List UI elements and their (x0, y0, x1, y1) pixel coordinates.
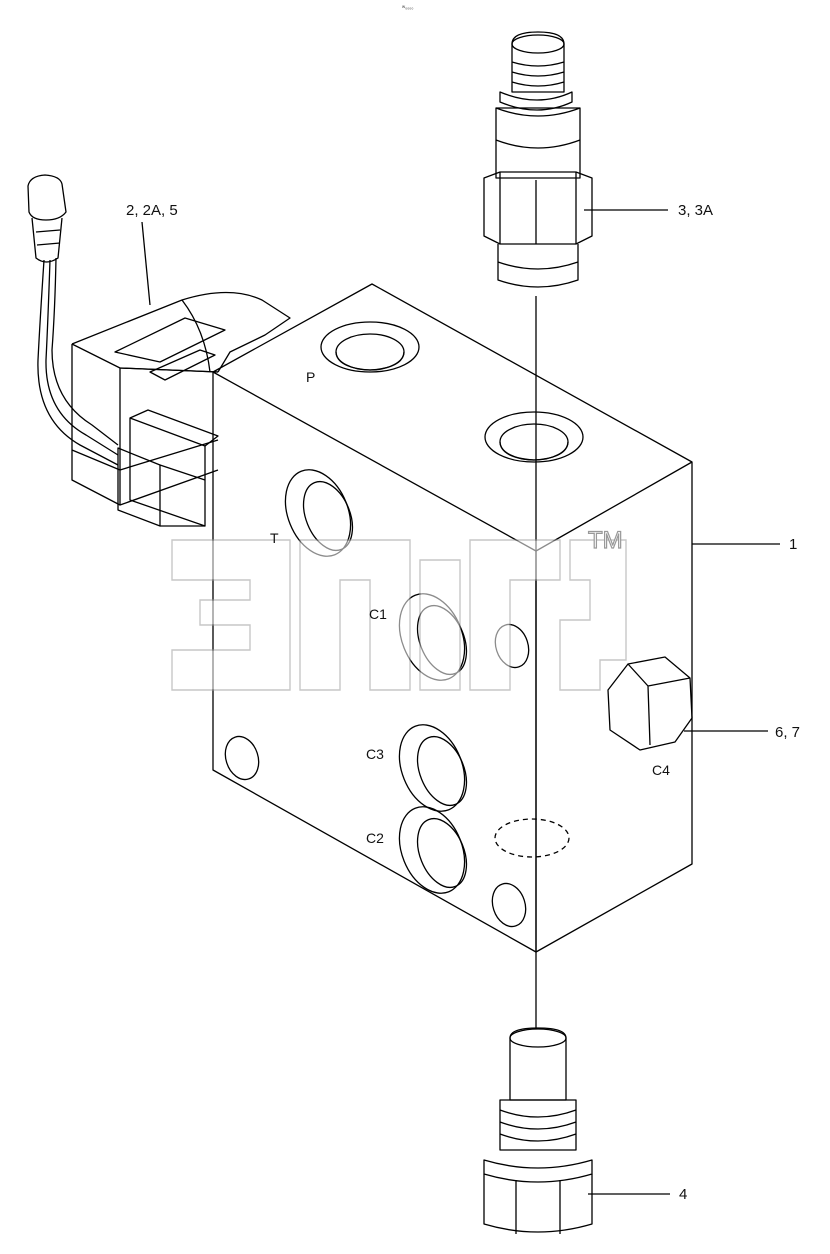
bottom-fitting (483, 1027, 593, 1234)
leader-solenoid (141, 221, 151, 306)
connector-plug (27, 174, 119, 466)
port-top-fitting-seat (484, 411, 584, 463)
port-label-c4: C4 (652, 762, 670, 778)
callout-top-fitting: 3, 3A (678, 202, 713, 219)
c4-hex-plug (607, 656, 693, 751)
callout-plug: 6, 7 (775, 724, 800, 741)
port-label-t: T (270, 530, 279, 546)
port-label-c1: C1 (369, 606, 387, 622)
port-p (320, 321, 420, 373)
watermark (171, 539, 627, 691)
callout-block: 1 (789, 536, 797, 553)
bottom-port-hidden (494, 818, 570, 858)
port-label-p: P (306, 369, 315, 385)
port-c3 (398, 724, 468, 812)
port-label-c3: C3 (366, 746, 384, 762)
port-label-c2: C2 (366, 830, 384, 846)
watermark-trademark: TM (588, 527, 623, 554)
callout-bottom-fitting: 4 (679, 1186, 687, 1203)
callout-solenoid: 2, 2A, 5 (126, 202, 178, 219)
port-c2 (398, 806, 468, 894)
solenoid-coil (71, 291, 291, 527)
top-fitting (483, 31, 593, 288)
corner-mark: ᵂ₀₀₀₀ (402, 5, 413, 11)
